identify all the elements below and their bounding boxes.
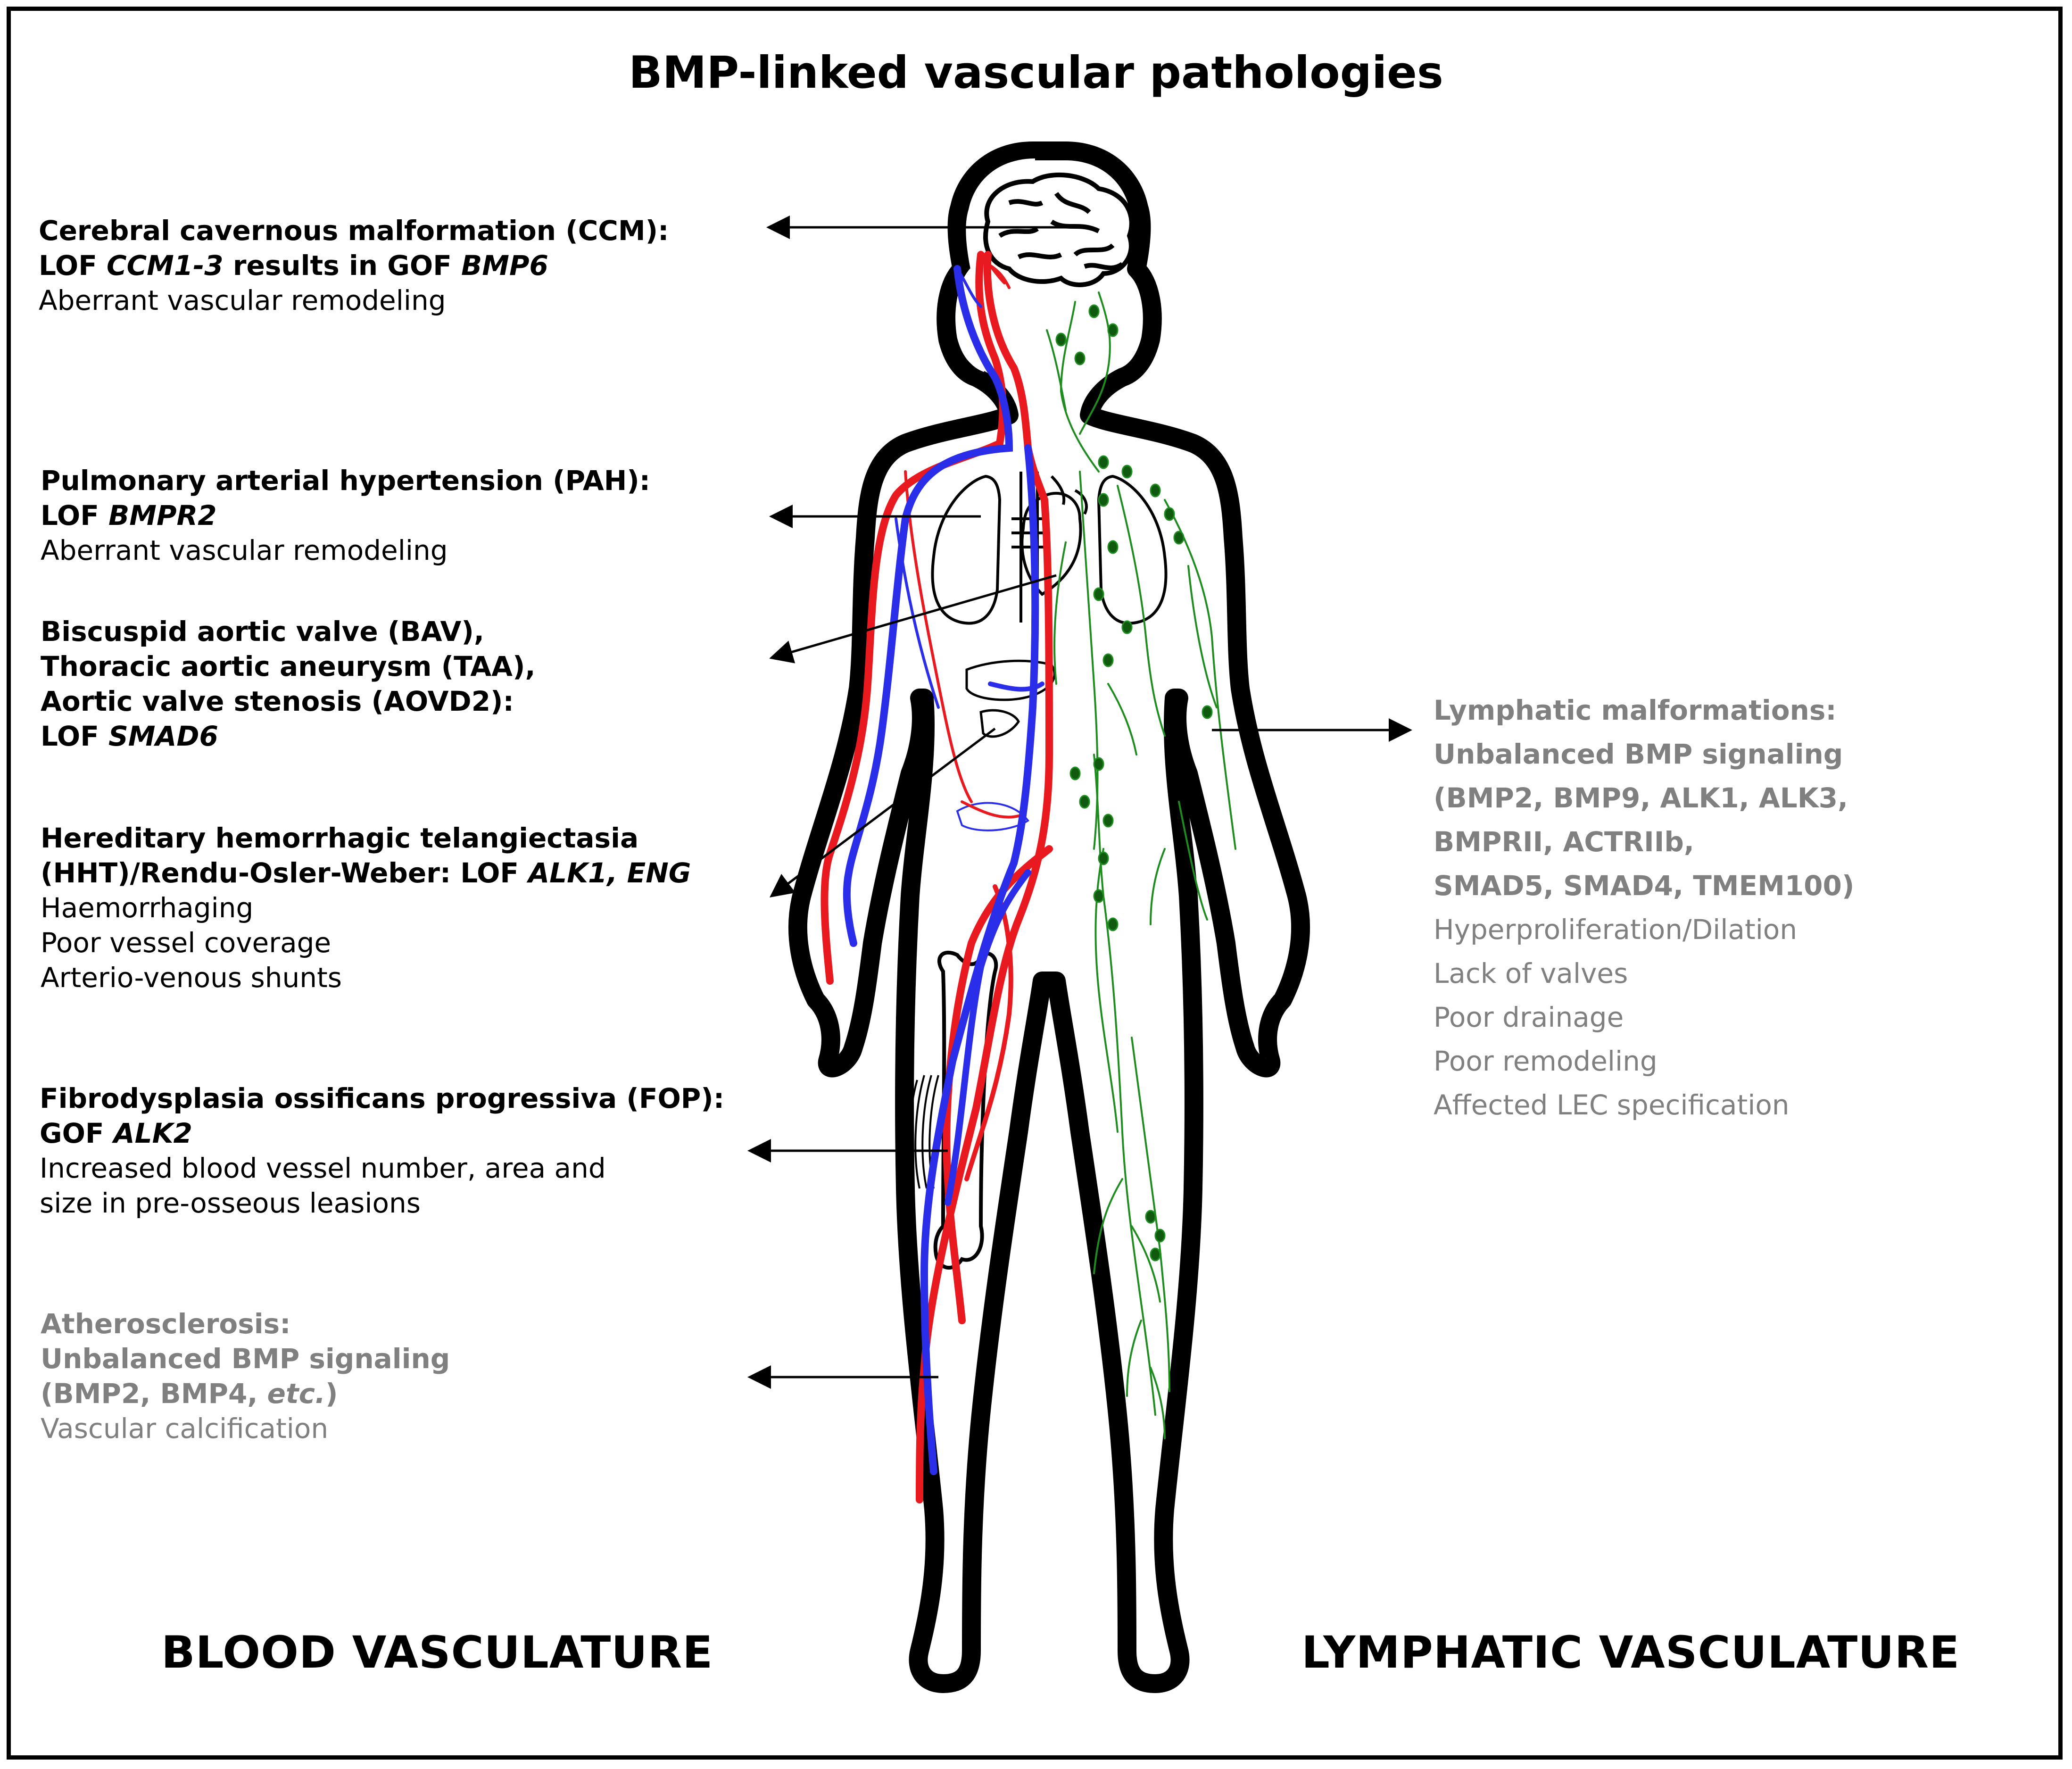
lymph-detail-3: Poor drainage bbox=[1434, 1001, 1624, 1033]
fop-detail-1: Increased blood vessel number, area and bbox=[40, 1152, 606, 1184]
blood-vasculature-label: BLOOD VASCULATURE bbox=[161, 1627, 713, 1678]
ccm-annotation: Cerebral cavernous malformation (CCM): L… bbox=[39, 213, 669, 318]
hht-detail-2: Poor vessel coverage bbox=[41, 927, 332, 959]
pah-heading: Pulmonary arterial hypertension (PAH): bbox=[41, 465, 650, 497]
body-silhouette-inner bbox=[955, 158, 1036, 372]
lymph-heading-5: SMAD5, SMAD4, TMEM100) bbox=[1434, 870, 1855, 902]
pah-annotation: Pulmonary arterial hypertension (PAH): L… bbox=[41, 463, 650, 568]
liver-icon bbox=[965, 659, 1056, 738]
ccm-heading: Cerebral cavernous malformation (CCM): bbox=[39, 215, 669, 247]
bav-heading-1: Biscuspid aortic valve (BAV), bbox=[41, 615, 484, 648]
fop-heading: Fibrodysplasia ossificans progressiva (F… bbox=[40, 1082, 725, 1114]
lymphatic-vasculature-label: LYMPHATIC VASCULATURE bbox=[1301, 1627, 1960, 1678]
kidney-icon bbox=[956, 802, 1029, 831]
body-silhouette bbox=[788, 141, 1310, 1693]
pah-detail: Aberrant vascular remodeling bbox=[41, 534, 448, 566]
ccm-genetics: LOF CCM1-3 results in GOF BMP6 bbox=[39, 249, 548, 282]
fop-detail-2: size in pre-osseous leasions bbox=[40, 1187, 421, 1219]
fop-annotation: Fibrodysplasia ossificans progressiva (F… bbox=[40, 1081, 724, 1221]
pah-genetics: LOF BMPR2 bbox=[41, 499, 217, 532]
lymph-detail-2: Lack of valves bbox=[1434, 957, 1628, 989]
ccm-detail: Aberrant vascular remodeling bbox=[39, 284, 446, 316]
lymph-heading-3: (BMP2, BMP9, ALK1, ALK3, bbox=[1434, 782, 1848, 814]
page-title: BMP-linked vascular pathologies bbox=[629, 47, 1443, 99]
annotation-arrows bbox=[747, 216, 1412, 1389]
hht-heading: Hereditary hemorrhagic telangiectasia bbox=[41, 822, 639, 854]
bav-annotation: Biscuspid aortic valve (BAV), Thoracic a… bbox=[41, 614, 536, 754]
athero-detail: Vascular calcification bbox=[41, 1412, 329, 1445]
arrow-hht bbox=[769, 727, 996, 897]
lymph-detail-4: Poor remodeling bbox=[1434, 1045, 1658, 1077]
athero-genes: (BMP2, BMP4, etc.) bbox=[41, 1378, 338, 1410]
veins bbox=[843, 265, 1044, 1475]
lymph-detail-1: Hyperproliferation/Dilation bbox=[1434, 914, 1798, 946]
athero-heading: Atherosclerosis: bbox=[41, 1308, 291, 1340]
bav-heading-3: Aortic valve stenosis (AOVD2): bbox=[41, 685, 514, 717]
atherosclerosis-annotation: Atherosclerosis: Unbalanced BMP signalin… bbox=[41, 1306, 450, 1446]
bav-heading-2: Thoracic aortic aneurysm (TAA), bbox=[41, 650, 536, 682]
hht-annotation: Hereditary hemorrhagic telangiectasia (H… bbox=[41, 821, 691, 995]
hht-detail-1: Haemorrhaging bbox=[41, 892, 254, 924]
lymph-heading-1: Lymphatic malformations: bbox=[1434, 694, 1837, 726]
muscle-icon bbox=[908, 1075, 939, 1189]
lymph-nodes bbox=[1055, 304, 1213, 1262]
lymph-heading-2: Unbalanced BMP signaling bbox=[1434, 738, 1843, 770]
lymph-heading-4: BMPRII, ACTRIIb, bbox=[1434, 826, 1694, 858]
lymph-detail-5: Affected LEC specification bbox=[1434, 1089, 1790, 1121]
athero-signaling: Unbalanced BMP signaling bbox=[41, 1343, 450, 1375]
hht-genetics: (HHT)/Rendu-Osler-Weber: LOF ALK1, ENG bbox=[41, 857, 691, 889]
hht-detail-3: Arterio-venous shunts bbox=[41, 962, 342, 994]
bav-genetics: LOF SMAD6 bbox=[41, 720, 218, 752]
arrow-bav bbox=[769, 574, 1057, 664]
lymphatic-annotation: Lymphatic malformations: Unbalanced BMP … bbox=[1434, 689, 1854, 1127]
figure-border bbox=[7, 7, 2063, 1760]
brain-icon bbox=[983, 172, 1134, 287]
fop-genetics: GOF ALK2 bbox=[40, 1117, 192, 1149]
